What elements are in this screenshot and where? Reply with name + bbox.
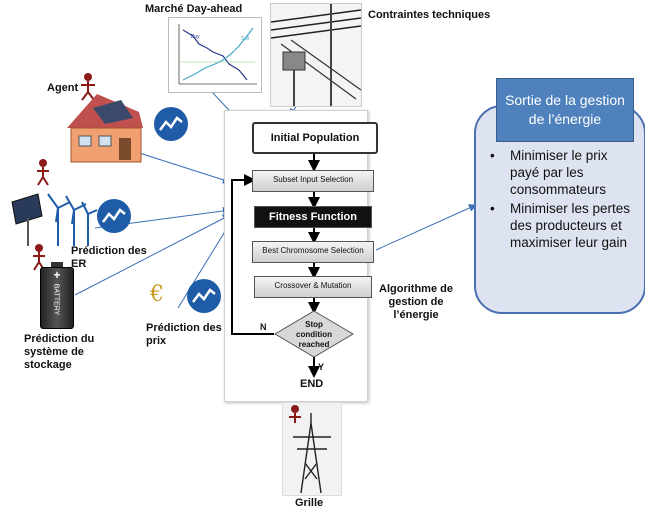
algorithm-label: Algorithme de gestion de l’énergie [379, 283, 453, 321]
best-chromosome-box: Best Chromosome Selection [252, 241, 374, 263]
supply-demand-curve-icon: Buy Sell [178, 24, 257, 85]
wind-solar-icon [11, 193, 98, 246]
constraints-label: Contraintes techniques [368, 9, 491, 21]
output-title: Sortie de la gestion de l’énergie [496, 78, 634, 142]
trend-icon [97, 199, 131, 233]
agent-figure-icon [33, 244, 45, 271]
buy-curve-label: Buy [191, 34, 200, 40]
fitness-function-box: Fitness Function [254, 206, 372, 228]
subset-selection-box: Subset Input Selection [252, 170, 374, 192]
stop-condition-text: Stop condition reached [296, 320, 332, 349]
agent-figure-icon [37, 159, 49, 186]
initial-population-box: Initial Population [252, 122, 378, 154]
er-forecast-label: Prédiction des ER [71, 245, 147, 270]
sell-curve-label: Sell [241, 36, 249, 42]
end-label: END [300, 378, 324, 390]
trend-icon [154, 107, 188, 141]
stop-condition-diamond [274, 310, 354, 358]
price-forecast-label: Prédiction des prix [146, 322, 222, 347]
battery-icon: + BATTERY [40, 262, 74, 330]
market-label: Marché Day-ahead [145, 3, 243, 15]
agent-label: Agent [47, 82, 79, 94]
market-chart-thumbnail: Buy Sell [168, 17, 262, 93]
output-item: Minimiser le prix payé par les consommat… [486, 147, 638, 198]
grid-label: Grille [295, 497, 324, 509]
no-label: N [260, 322, 267, 332]
power-lines-image [270, 3, 362, 107]
storage-forecast-label: Prédiction du système de stockage [24, 333, 95, 371]
power-line-icon [270, 4, 362, 106]
crossover-mutation-box: Crossover & Mutation [254, 276, 372, 298]
euro-icon: € [150, 282, 164, 307]
house-icon [67, 94, 143, 163]
output-list: Minimiser le prix payé par les consommat… [486, 147, 638, 253]
pylon-icon [289, 405, 331, 494]
trend-icon [187, 279, 221, 313]
output-item: Minimiser les pertes des producteurs et … [486, 200, 638, 251]
grid-image [282, 402, 342, 496]
yes-label: Y [318, 362, 325, 372]
